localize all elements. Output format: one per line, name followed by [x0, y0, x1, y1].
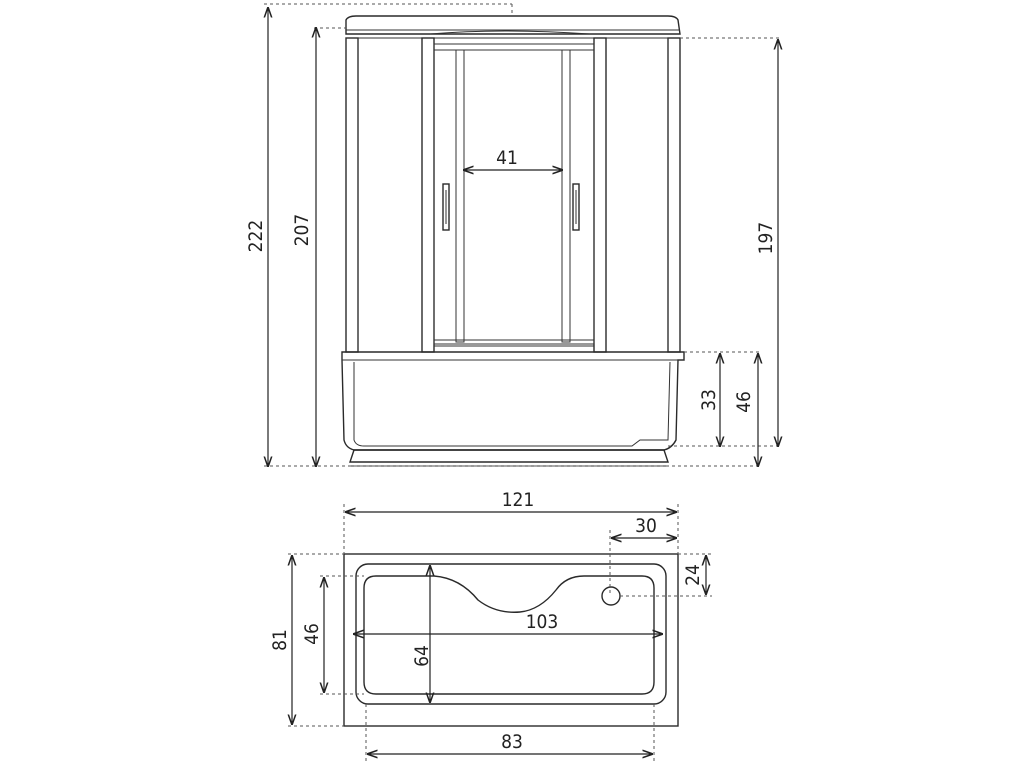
dim-total-width: 81: [269, 629, 291, 651]
right-door-frame: [593, 37, 607, 353]
bathtub-base: [349, 449, 669, 463]
left-outer-post: [345, 37, 359, 353]
door-opening: [433, 43, 595, 345]
dim-tub-outer-height: 46: [733, 391, 755, 413]
dim-inner-width: 64: [411, 645, 433, 667]
dim-base-length: 83: [501, 731, 523, 753]
right-door-handle: [572, 183, 580, 231]
dim-seat-width: 46: [301, 623, 323, 645]
dim-drain-offset-x: 30: [635, 515, 657, 537]
left-fixed-panel: [357, 37, 423, 353]
bathtub-front: [341, 351, 685, 451]
right-fixed-panel: [605, 37, 669, 353]
dim-glass-height: 197: [755, 222, 777, 255]
right-outer-post: [667, 37, 681, 353]
top-view: [343, 553, 679, 727]
drain-hole: [601, 586, 621, 606]
left-door-frame: [421, 37, 435, 353]
left-door-stile: [455, 49, 465, 343]
left-door-handle: [442, 183, 450, 231]
dim-inner-length: 103: [526, 611, 559, 633]
dim-drain-offset-y: 24: [682, 564, 704, 586]
dim-total-length: 121: [502, 489, 535, 511]
right-door-stile: [561, 49, 571, 343]
dim-tub-inner-height: 33: [698, 389, 720, 411]
front-view: [341, 15, 685, 467]
top-view-dimensions: 121 30 24 103 64 81 46 83: [269, 489, 706, 754]
top-view-extension-lines: [288, 504, 712, 762]
cabin-roof: [345, 15, 681, 35]
dim-door-width: 41: [496, 147, 518, 169]
front-view-dimensions: 222 207 197 41 33 46: [245, 8, 778, 466]
tub-outer-rim: [343, 553, 679, 727]
tub-basin: [363, 575, 655, 695]
dim-cabin-height: 207: [291, 214, 313, 247]
dim-total-height: 222: [245, 220, 267, 253]
